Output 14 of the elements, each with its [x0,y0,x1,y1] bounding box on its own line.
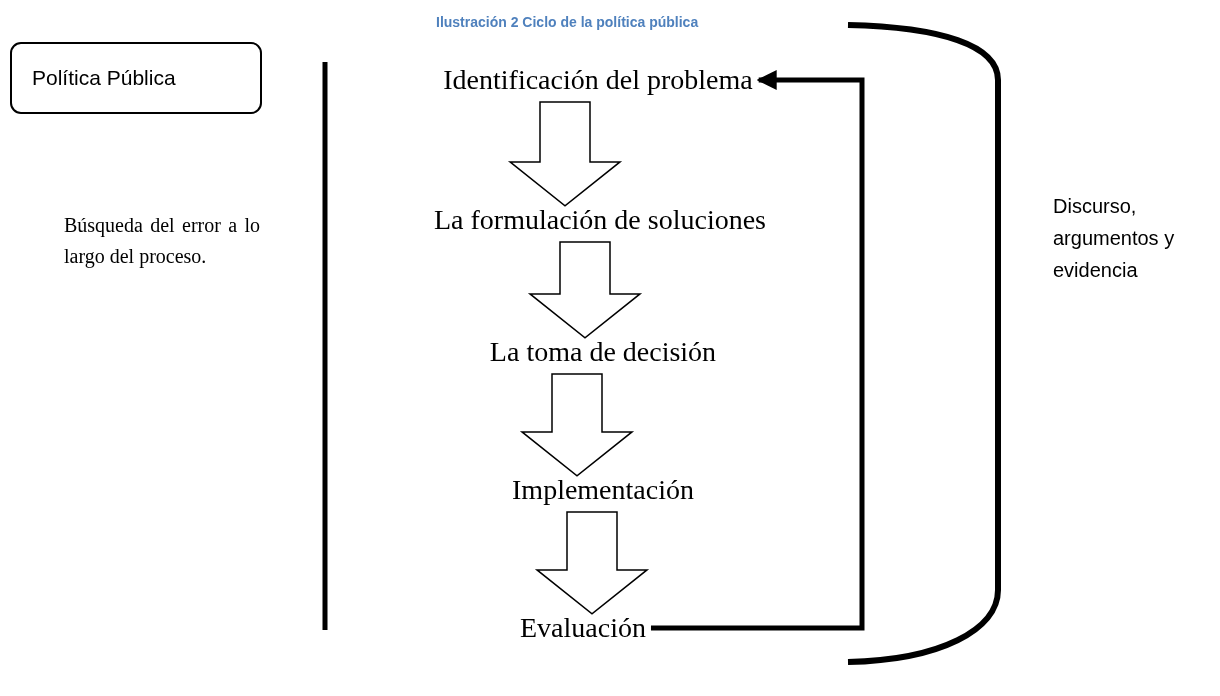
block-arrow [534,511,650,615]
rounded-box: Política Pública [10,42,262,114]
stage-text: Evaluación [520,611,646,645]
side-note: Búsqueda del error a lo largo del proceso. [64,213,260,270]
stage-text: La toma de decisión [489,335,717,369]
block-arrow [527,241,643,339]
stage-text: Identificación del problema [443,63,753,97]
block-arrow [507,101,623,207]
stage-text: Implementación [512,473,694,507]
block-arrow [519,373,635,477]
feedback-arrow [650,70,865,631]
side-note: Discurso, argumentos y evidencia [1053,194,1176,283]
stage-text: La formulación de soluciones [434,203,766,237]
figure-title: Ilustración 2 Ciclo de la política pública [436,14,699,30]
